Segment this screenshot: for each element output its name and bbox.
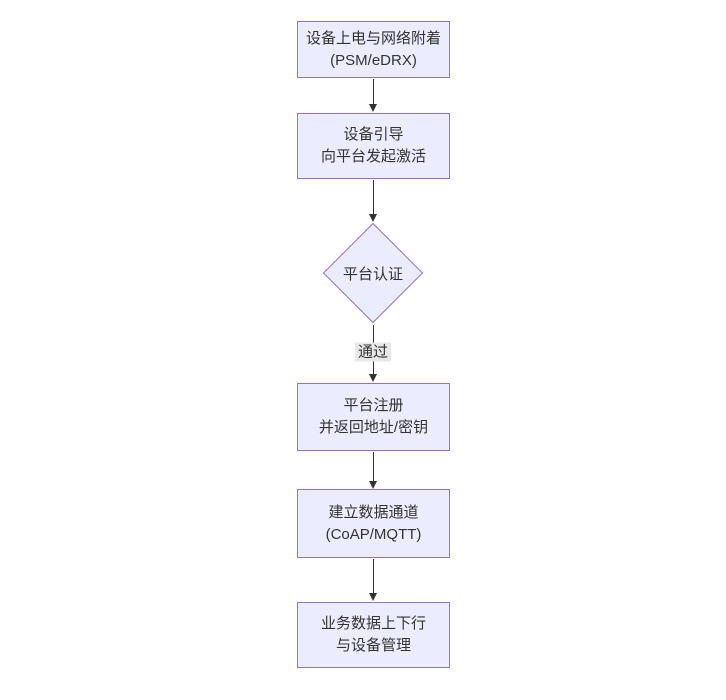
node-text-line: 平台认证 [342, 265, 403, 283]
arrow-line [372, 559, 374, 593]
arrow-power-to-bootstrap [369, 79, 377, 112]
node-text-line: 业务数据上下行 [320, 615, 426, 632]
arrow-down-icon [369, 481, 377, 489]
arrow-down-icon [369, 593, 377, 601]
node-business-data-management: 业务数据上下行 与设备管理 [297, 602, 450, 668]
node-text-line: 向平台发起激活 [320, 148, 426, 165]
arrow-register-to-channel [369, 452, 377, 489]
node-power-on-network-attach: 设备上电与网络附着 (PSM/eDRX) [297, 21, 450, 78]
node-text-line: 并返回地址/密钥 [318, 419, 429, 436]
arrow-bootstrap-to-auth [369, 180, 377, 222]
arrow-down-icon [369, 374, 377, 382]
node-text-line: 设备引导 [343, 126, 404, 143]
decision-platform-auth: 平台认证 [322, 222, 424, 324]
arrow-line [372, 452, 374, 481]
arrow-line [372, 79, 374, 104]
arrow-line [372, 180, 374, 214]
edge-label-pass: 通过 [354, 342, 392, 362]
arrow-down-icon [369, 104, 377, 112]
node-text-line: (PSM/eDRX) [330, 51, 417, 69]
node-text-line: 与设备管理 [335, 637, 411, 654]
arrow-down-icon [369, 214, 377, 222]
node-text-line: 设备上电与网络附着 [305, 29, 441, 47]
node-device-bootstrap: 设备引导 向平台发起激活 [297, 113, 450, 179]
node-text-line: (CoAP/MQTT) [325, 525, 422, 543]
node-platform-register: 平台注册 并返回地址/密钥 [297, 383, 450, 451]
node-text-line: 建立数据通道 [328, 503, 419, 521]
node-text-line: 平台注册 [343, 397, 404, 414]
node-data-channel: 建立数据通道 (CoAP/MQTT) [297, 489, 450, 558]
arrow-channel-to-business [369, 559, 377, 601]
